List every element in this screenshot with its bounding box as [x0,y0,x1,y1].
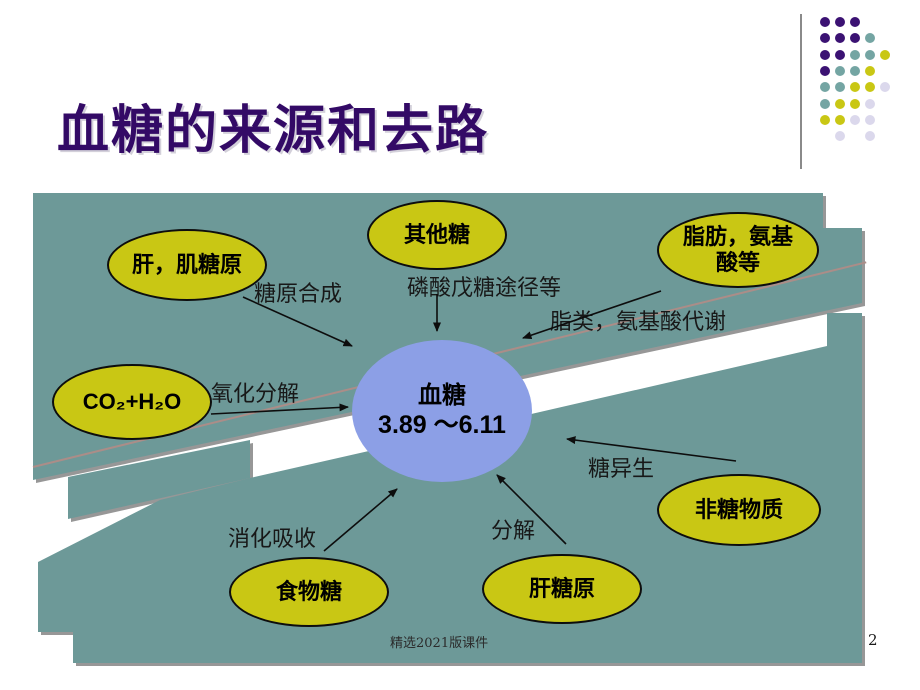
decorative-dot [880,49,890,60]
edge-label-oxidative-decomposition: 氧化分解 [211,382,300,407]
decorative-dot [820,98,830,109]
decorative-dot [850,98,860,109]
decorative-dot [820,65,830,76]
decorative-dot [820,114,830,125]
node-label: 肝，肌糖原 [131,251,242,277]
decorative-dot [865,33,875,44]
decorative-dot [835,33,845,44]
decorative-dot [865,49,875,60]
decorative-dot [820,17,830,27]
ellipse-node-co2-h2o: CO₂+H₂O [52,364,212,440]
decorative-dot [850,33,860,44]
decorative-dot [865,65,875,76]
decorative-dot [820,33,830,44]
ellipse-node-food-sugar: 食物糖 [229,557,389,627]
page-number: 2 [868,631,878,649]
slide-title: 血糖的来源和去路 [57,100,490,161]
node-label: 酸等 [715,250,760,275]
node-label: 食物糖 [275,578,342,604]
decorative-dot [880,82,890,93]
arrow-oxidative-decomposition [210,403,349,415]
decorative-dot [850,49,860,60]
node-label: 其他糖 [403,221,470,247]
decorative-dot [820,82,830,93]
decorative-dot [835,114,845,125]
node-label: CO₂+H₂O [82,388,182,414]
decorative-dot [835,131,845,142]
ellipse-node-other-sugars: 其他糖 [367,200,507,270]
edge-label-decomposition: 分解 [491,519,536,544]
decorative-dot [835,65,845,76]
decorative-dot [865,114,875,125]
ellipse-node-non-sugar-substances: 非糖物质 [657,474,821,546]
node-label: 非糖物质 [694,496,783,522]
decorative-dot [820,49,830,60]
decorative-dot [835,98,845,109]
ellipse-node-liver-glycogen: 肝糖原 [482,554,642,624]
node-label: 3.89 ～6.11 [378,411,506,440]
decorative-dot [865,98,875,109]
node-label: 脂肪，氨基 [682,223,793,249]
decorative-vertical-line [800,14,802,169]
decorative-dot [850,17,860,27]
footer-text: 精选2021版课件 [390,636,489,651]
edge-label-glycogen-synthesis: 糖原合成 [254,282,343,307]
node-label: 血糖 [418,381,466,409]
decorative-dot [850,82,860,93]
edge-label-gluconeogenesis: 糖异生 [588,457,655,482]
decorative-dot [835,82,845,93]
decorative-dot [865,131,875,142]
ellipse-node-fat-amino-acids: 脂肪，氨基酸等 [657,212,819,288]
decorative-dot [850,114,860,125]
decorative-dot [835,49,845,60]
decorative-dot [835,17,845,27]
edge-label-pentose-phosphate-pathway: 磷酸戊糖途径等 [407,276,562,301]
edge-label-digestion-absorption: 消化吸收 [228,527,317,552]
decorative-dot [865,82,875,93]
ellipse-node-liver-muscle-glycogen: 肝，肌糖原 [107,229,267,301]
arrow-digestion-absorption [323,488,398,552]
decorative-dot [850,65,860,76]
node-label: 肝糖原 [528,575,595,601]
edge-label-lipid-amino-acid-metabolism: 脂类，氨基酸代谢 [550,310,727,335]
